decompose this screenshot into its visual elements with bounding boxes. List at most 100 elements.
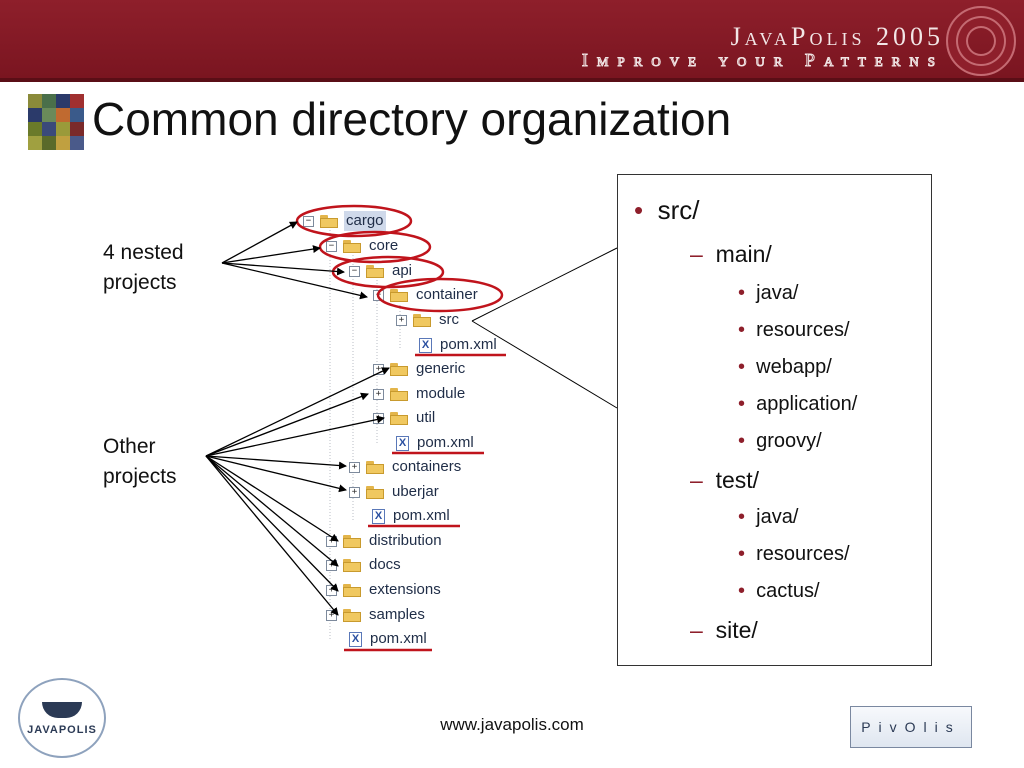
outline-test: – test/ <box>690 467 759 494</box>
tree-label: generic <box>416 360 466 377</box>
tree-label: core <box>369 237 399 254</box>
bullet-icon: • <box>738 393 746 415</box>
folder-icon <box>366 460 384 474</box>
tree-row-module[interactable]: + module <box>373 384 467 404</box>
tree-label: api <box>392 262 413 279</box>
tree-row-api-pom[interactable]: X pom.xml <box>396 433 476 453</box>
expand-toggle-icon[interactable]: + <box>349 461 360 473</box>
dash-icon: – <box>690 617 703 643</box>
header-banner: JavaPolis 2005 Improve your Patterns <box>0 0 1024 82</box>
bullet-icon: • <box>738 430 746 452</box>
tree-row-container[interactable]: − container <box>373 285 480 305</box>
collapse-toggle-icon[interactable]: − <box>349 265 360 277</box>
collapse-toggle-icon[interactable]: − <box>303 215 314 227</box>
tree-label: pom.xml <box>417 434 474 451</box>
collapse-toggle-icon[interactable]: − <box>326 240 337 252</box>
expand-toggle-icon[interactable]: + <box>373 363 384 375</box>
bullet-icon: • <box>738 506 746 528</box>
outline-text: java/ <box>756 282 799 304</box>
outline-main: – main/ <box>690 241 772 268</box>
expand-toggle-icon[interactable]: + <box>326 559 337 571</box>
tree-row-containers[interactable]: + containers <box>349 457 463 477</box>
folder-open-icon <box>366 264 384 278</box>
collapse-toggle-icon[interactable]: − <box>373 289 384 301</box>
tree-label: containers <box>392 458 462 475</box>
expand-toggle-icon[interactable]: + <box>326 584 337 596</box>
outline-site: – site/ <box>690 617 758 644</box>
bullet-icon: • <box>738 319 746 341</box>
tree-label: uberjar <box>392 483 439 500</box>
outline-text: application/ <box>756 393 858 415</box>
folder-icon <box>343 534 361 548</box>
tree-row-docs[interactable]: + docs <box>326 555 403 575</box>
tree-label: util <box>416 409 436 426</box>
nested-projects-label: 4 nested projects <box>103 241 184 294</box>
folder-icon <box>413 313 431 327</box>
outline-text: resources/ <box>756 543 850 565</box>
tree-label: cargo <box>344 211 386 231</box>
expand-toggle-icon[interactable]: + <box>396 314 407 326</box>
folder-icon <box>390 387 408 401</box>
banner-subtitle: Improve your Patterns <box>581 50 944 71</box>
bullet-icon: • <box>738 580 746 602</box>
outline-text: src/ <box>657 195 700 225</box>
outline-text: webapp/ <box>756 356 832 378</box>
tree-row-api[interactable]: − api <box>349 261 414 281</box>
bullet-icon: • <box>738 543 746 565</box>
flower-logo-icon <box>946 6 1016 76</box>
outline-main-webapp: • webapp/ <box>738 356 832 379</box>
tree-label: extensions <box>369 581 441 598</box>
expand-toggle-icon[interactable]: + <box>373 412 384 424</box>
bullet-icon: • <box>738 356 746 378</box>
expand-toggle-icon[interactable]: + <box>326 609 337 621</box>
javapolis-logo-text: JAVAPOLIS <box>27 724 97 736</box>
folder-open-icon <box>390 288 408 302</box>
tree-label: pom.xml <box>370 630 427 647</box>
bullet-icon: • <box>738 282 746 304</box>
tree-row-root-pom[interactable]: X pom.xml <box>349 629 429 649</box>
xml-file-icon: X <box>349 631 362 647</box>
outline-text: cactus/ <box>756 580 820 602</box>
outline-text: test/ <box>715 467 760 493</box>
outline-main-groovy: • groovy/ <box>738 430 822 453</box>
outline-text: main/ <box>715 241 772 267</box>
tree-row-samples[interactable]: + samples <box>326 605 427 625</box>
folder-icon <box>366 485 384 499</box>
tree-row-uberjar[interactable]: + uberjar <box>349 482 441 502</box>
folder-icon <box>343 608 361 622</box>
javapolis-logo: JAVAPOLIS <box>18 678 106 758</box>
folder-open-icon <box>343 239 361 253</box>
tree-label: samples <box>369 606 425 623</box>
tree-row-container-pom[interactable]: X pom.xml <box>419 335 499 355</box>
tree-row-core-pom[interactable]: X pom.xml <box>372 506 452 526</box>
outline-main-resources: • resources/ <box>738 319 850 342</box>
tree-label: pom.xml <box>440 336 497 353</box>
coffee-cup-icon <box>42 702 82 718</box>
expand-toggle-icon[interactable]: + <box>349 486 360 498</box>
tree-row-util[interactable]: + util <box>373 408 437 428</box>
expand-toggle-icon[interactable]: + <box>326 535 337 547</box>
folder-icon <box>390 362 408 376</box>
tree-row-extensions[interactable]: + extensions <box>326 580 443 600</box>
expand-toggle-icon[interactable]: + <box>373 388 384 400</box>
tree-row-generic[interactable]: + generic <box>373 359 467 379</box>
other-projects-label: Other projects <box>103 435 177 488</box>
outline-test-java: • java/ <box>738 506 798 529</box>
mosaic-logo-icon <box>28 94 84 150</box>
tree-row-distribution[interactable]: + distribution <box>326 531 444 551</box>
bullet-icon: • <box>634 195 644 225</box>
banner-title: JavaPolis 2005 <box>730 22 944 51</box>
folder-icon <box>343 583 361 597</box>
footer-url: www.javapolis.com <box>440 715 584 734</box>
tree-row-core[interactable]: − core <box>326 236 400 256</box>
outline-text: groovy/ <box>756 430 822 452</box>
folder-open-icon <box>320 214 338 228</box>
xml-file-icon: X <box>372 508 385 524</box>
outline-test-cactus: • cactus/ <box>738 580 820 603</box>
dash-icon: – <box>690 467 703 493</box>
outline-text: java/ <box>756 506 799 528</box>
tree-row-cargo[interactable]: − cargo <box>303 211 386 231</box>
dash-icon: – <box>690 241 703 267</box>
tree-label: container <box>416 286 478 303</box>
tree-row-src[interactable]: + src <box>396 310 461 330</box>
